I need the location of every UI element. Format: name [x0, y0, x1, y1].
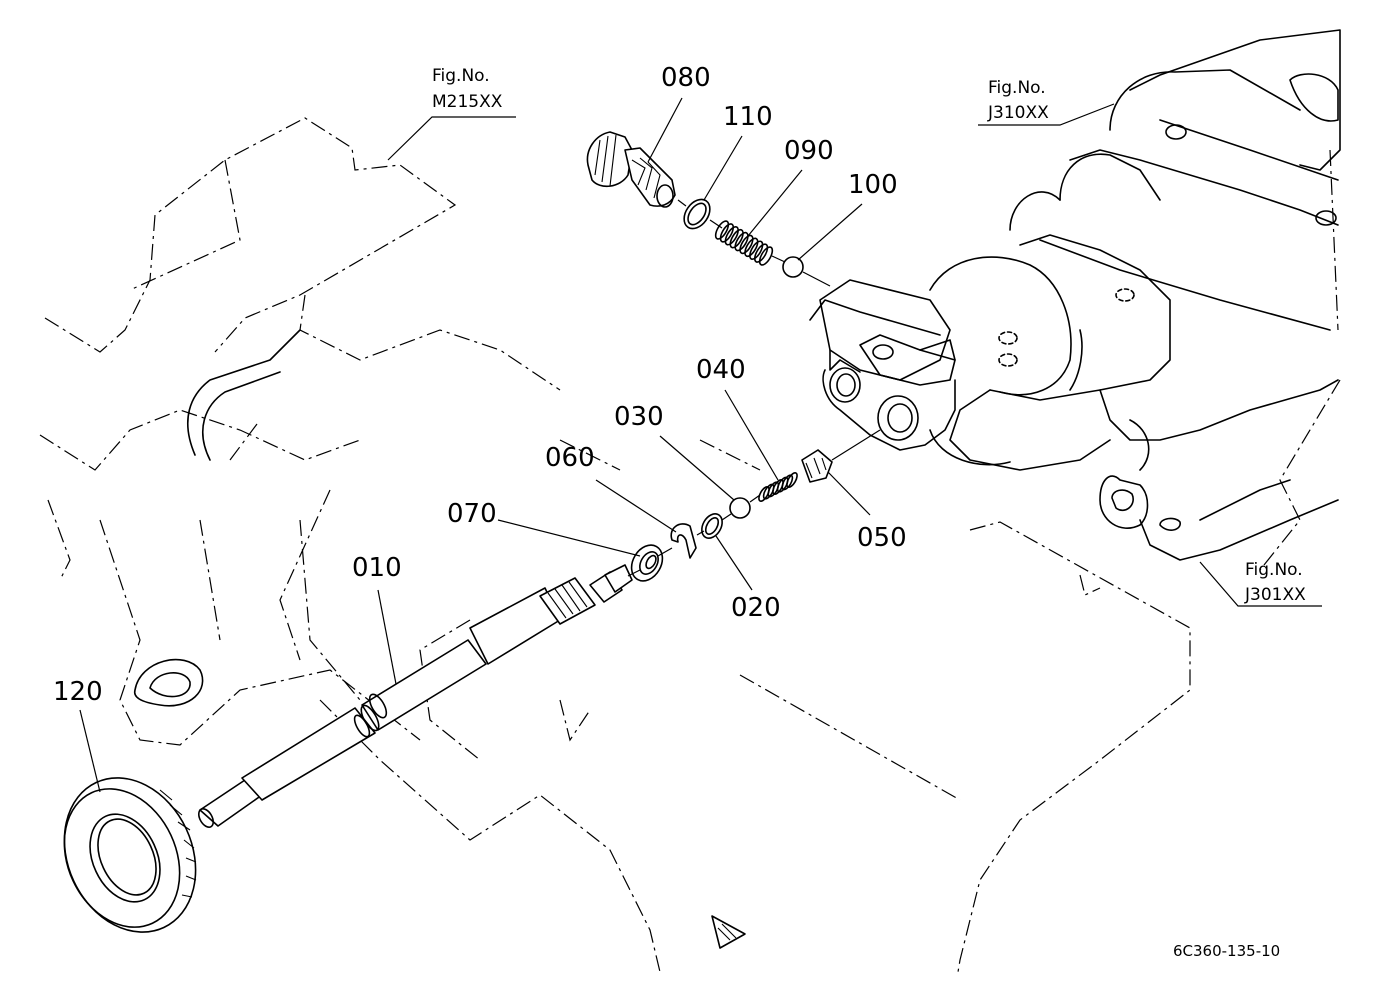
label-020: 020: [731, 593, 781, 623]
valve-block-housing: [929, 29, 1341, 561]
part-020-o-ring: [701, 513, 723, 539]
label-070: 070: [447, 499, 497, 529]
spring-coil: [719, 223, 735, 243]
part-030-ball: [729, 497, 751, 519]
figure-references: Fig.No. M215XX Fig.No. J310XX Fig.No. J3…: [432, 66, 1306, 605]
label-010: 010: [352, 553, 402, 583]
spring-coil: [758, 246, 774, 266]
ref-j301-line1: Fig.No.: [1245, 560, 1303, 580]
part-090-spring: [714, 220, 774, 266]
label-050: 050: [857, 523, 907, 553]
background-housing-right: [559, 149, 1341, 973]
label-040: 040: [696, 355, 746, 385]
leader-lines: [79, 97, 1322, 793]
drawing-code: 6C360-135-10: [1173, 942, 1280, 960]
ref-j301-line2: J301XX: [1244, 585, 1306, 605]
part-060-clip: [670, 523, 697, 559]
spring-coil: [729, 228, 744, 249]
part-110-o-ring: [683, 198, 711, 230]
ref-j310-line2: J310XX: [987, 103, 1049, 123]
assembly-axis-lines: [627, 199, 881, 577]
label-080: 080: [661, 63, 711, 93]
part-labels: 080 110 090 100 040 030 060 070 050 020 …: [53, 63, 907, 707]
spring-coil: [739, 234, 754, 255]
label-100: 100: [848, 170, 898, 200]
part-080-plug: [586, 131, 676, 208]
spring-coil: [734, 231, 749, 252]
spring-coil: [714, 220, 730, 240]
part-050-guide: [801, 449, 833, 483]
label-090: 090: [784, 136, 834, 166]
part-120-seal: [63, 777, 197, 933]
spring-coil: [749, 240, 764, 260]
label-030: 030: [614, 402, 664, 432]
label-120: 120: [53, 677, 103, 707]
label-060: 060: [545, 443, 595, 473]
ref-m215-line1: Fig.No.: [432, 66, 490, 86]
left-housing-outline: [133, 329, 301, 707]
spring-coil: [786, 472, 798, 488]
spring-coil: [744, 237, 759, 258]
ref-j310-line1: Fig.No.: [988, 78, 1046, 98]
ref-m215-line2: M215XX: [432, 92, 503, 112]
label-110: 110: [723, 102, 773, 132]
part-040-spring: [758, 472, 798, 502]
part-070-ring: [630, 544, 664, 582]
part-010-shaft: [197, 564, 633, 828]
triangle-marker: [711, 915, 746, 949]
spring-coil: [753, 243, 769, 263]
part-100-ball: [782, 256, 804, 278]
port-block: [809, 279, 956, 451]
spring-coil: [724, 226, 739, 246]
